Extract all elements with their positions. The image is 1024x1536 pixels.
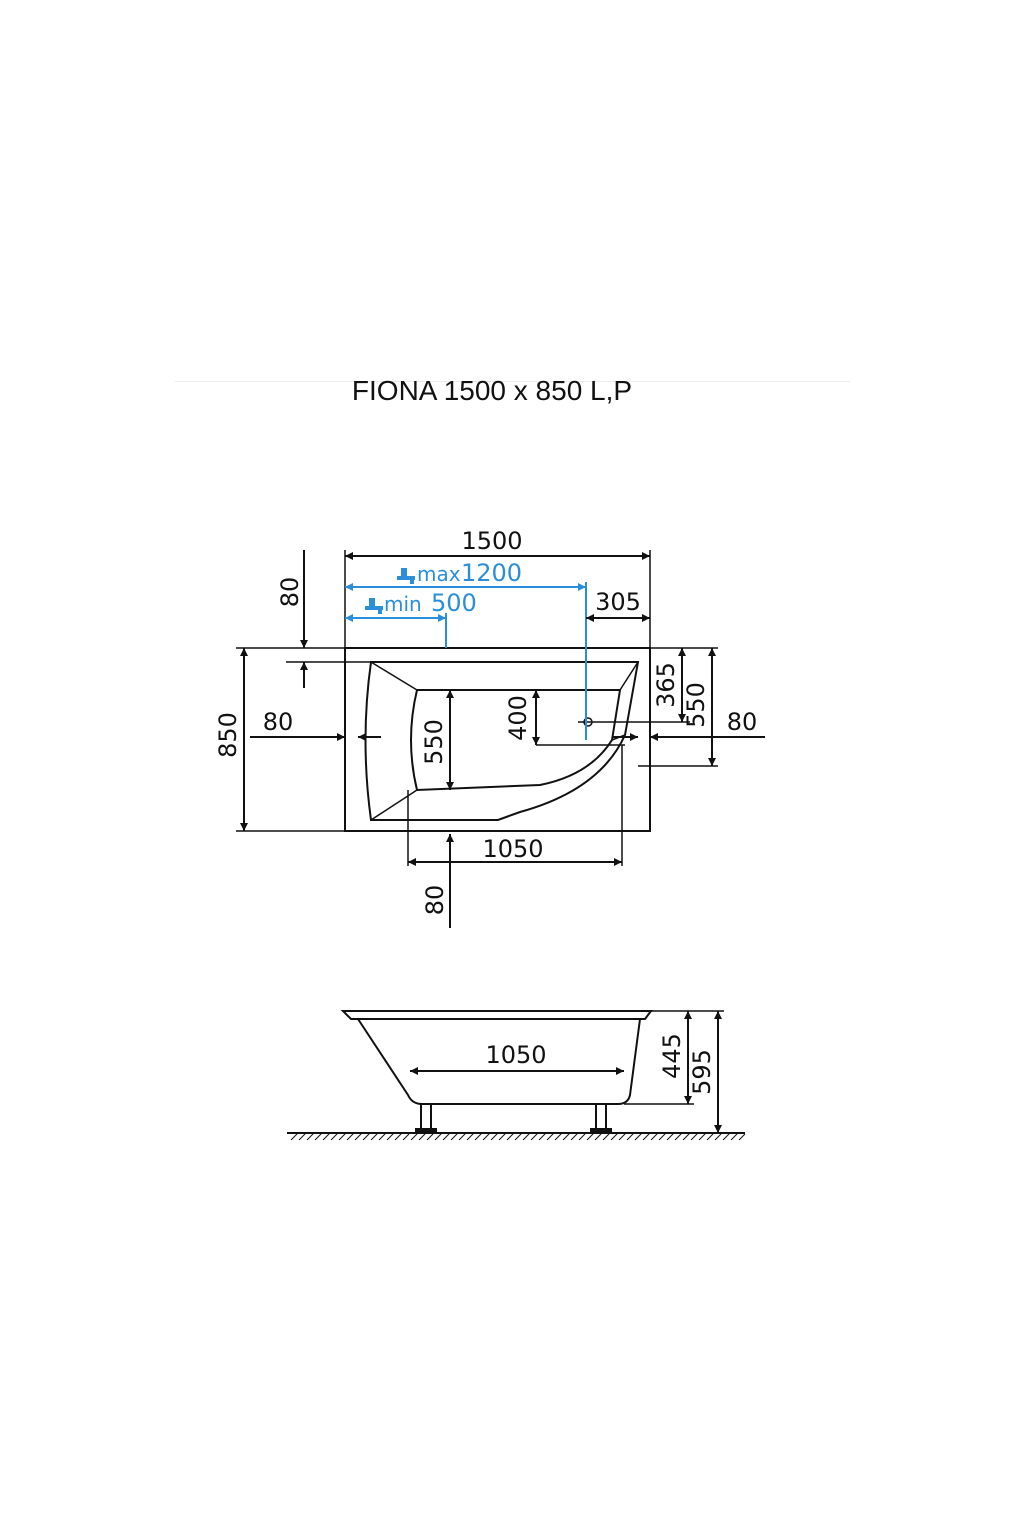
side-foot-left-base (415, 1128, 437, 1133)
floor-hatch-line (386, 1133, 394, 1141)
dim-drain-from-top-label: 365 (652, 662, 680, 708)
dim-bottom-rim-label: 80 (421, 885, 449, 916)
floor-hatch-line (298, 1133, 306, 1141)
floor-hatch-line (562, 1133, 570, 1141)
dim-inner-length-label: 1050 (482, 835, 543, 863)
faucet-max-icon (397, 568, 415, 584)
side-view: 1050 445 595 (287, 1010, 746, 1141)
dim-inner-depth-label: 550 (420, 719, 448, 765)
dim-right-rim-label: 80 (727, 708, 758, 736)
floor-hatch-line (506, 1133, 514, 1141)
dim-right-offset-label: 305 (595, 588, 641, 616)
dim-min-value: 500 (431, 589, 477, 617)
floor-hatch-line (530, 1133, 538, 1141)
dim-left-rim-label: 80 (263, 708, 294, 736)
side-foot-right-base (590, 1128, 612, 1133)
side-dim-total-height-label: 595 (688, 1049, 716, 1095)
floor-hatch (290, 1133, 746, 1141)
floor-hatch-line (706, 1133, 714, 1141)
floor-hatch-line (538, 1133, 546, 1141)
top-view: 1500 max 1200 min 500 305 80 850 (214, 527, 765, 928)
floor-hatch-line (338, 1133, 346, 1141)
side-basin (357, 1018, 641, 1105)
page-title: FIONA 1500 x 850 L,P (351, 375, 633, 406)
floor-hatch-line (450, 1133, 458, 1141)
dim-max-label: max (417, 562, 461, 586)
floor-hatch-line (346, 1133, 354, 1141)
floor-hatch-line (554, 1133, 562, 1141)
chamfer-tl (370, 661, 418, 691)
floor-hatch-line (458, 1133, 466, 1141)
floor-hatch-line (474, 1133, 482, 1141)
floor-hatch-line (658, 1133, 666, 1141)
floor-hatch-line (322, 1133, 330, 1141)
floor-hatch-line (370, 1133, 378, 1141)
floor-hatch-line (546, 1133, 554, 1141)
tub-basin (410, 689, 622, 792)
tub-outline (344, 647, 651, 832)
floor-hatch-line (330, 1133, 338, 1141)
dim-right-depth-label: 550 (682, 682, 710, 728)
floor-hatch-line (442, 1133, 450, 1141)
tub-rim (364, 661, 640, 821)
dim-max-value: 1200 (461, 559, 522, 587)
side-rim (340, 1010, 653, 1020)
floor-hatch-line (482, 1133, 490, 1141)
floor-hatch-line (626, 1133, 634, 1141)
floor-hatch-line (690, 1133, 698, 1141)
floor-hatch-line (290, 1133, 298, 1141)
side-foot-left (420, 1103, 432, 1131)
floor-hatch-line (362, 1133, 370, 1141)
floor-hatch-line (586, 1133, 594, 1141)
floor-hatch-line (434, 1133, 442, 1141)
dim-drain-depth-label: 400 (504, 695, 532, 741)
floor-hatch-line (578, 1133, 586, 1141)
floor-hatch-line (634, 1133, 642, 1141)
side-foot-right (595, 1103, 607, 1131)
floor-hatch-line (378, 1133, 386, 1141)
floor-hatch-line (402, 1133, 410, 1141)
floor-hatch-line (466, 1133, 474, 1141)
floor-hatch-line (714, 1133, 722, 1141)
faucet-min-icon (365, 598, 383, 614)
floor-hatch-line (314, 1133, 322, 1141)
floor-hatch-line (594, 1133, 602, 1141)
floor-hatch-line (306, 1133, 314, 1141)
floor-hatch-line (522, 1133, 530, 1141)
floor-hatch-line (514, 1133, 522, 1141)
floor-hatch-line (418, 1133, 426, 1141)
dim-height-label: 850 (214, 712, 242, 758)
floor-hatch-line (354, 1133, 362, 1141)
floor-hatch-line (682, 1133, 690, 1141)
floor-hatch-line (426, 1133, 434, 1141)
side-dim-depth-label: 445 (658, 1033, 686, 1079)
floor-hatch-line (698, 1133, 706, 1141)
floor-hatch-line (674, 1133, 682, 1141)
floor-hatch-line (570, 1133, 578, 1141)
floor-hatch-line (410, 1133, 418, 1141)
floor-hatch-line (618, 1133, 626, 1141)
floor-hatch-line (610, 1133, 618, 1141)
floor-hatch-line (490, 1133, 498, 1141)
floor-hatch-line (602, 1133, 610, 1141)
floor-hatch-line (738, 1133, 746, 1141)
dim-min-label: min (384, 592, 422, 616)
floor-hatch-line (394, 1133, 402, 1141)
floor-hatch-line (666, 1133, 674, 1141)
side-dim-inner-length-label: 1050 (485, 1041, 546, 1069)
chamfer-tr (619, 661, 639, 691)
header-divider (175, 381, 850, 382)
floor-hatch-line (498, 1133, 506, 1141)
dim-top-offset-label: 80 (276, 577, 304, 608)
floor-hatch-line (722, 1133, 730, 1141)
floor-hatch-line (730, 1133, 738, 1141)
floor-hatch-line (642, 1133, 650, 1141)
dim-total-width-label: 1500 (461, 527, 522, 555)
chamfer-bl (370, 789, 418, 821)
floor-hatch-line (650, 1133, 658, 1141)
